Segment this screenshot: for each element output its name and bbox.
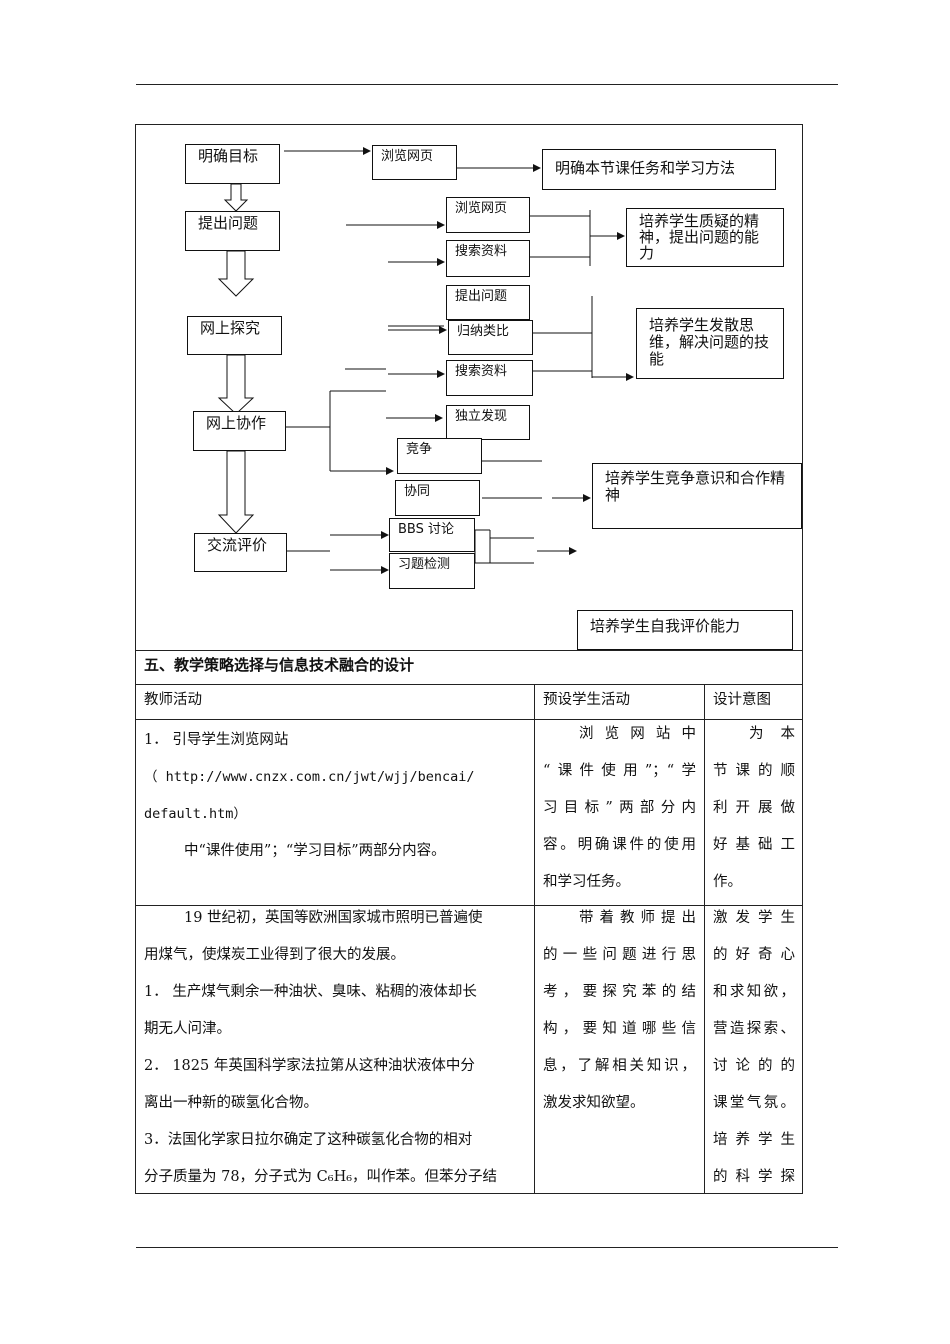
column-divider <box>704 684 705 1194</box>
text-line: 好基础工 <box>713 837 795 853</box>
activity-box: 搜索资料 <box>446 360 533 396</box>
text-line: 分子质量为 78，分子式为 C₆H₆，叫作苯。但苯分子结 <box>144 1169 498 1185</box>
text-line: 激发学生 <box>713 910 795 926</box>
activity-box: 提出问题 <box>446 285 530 320</box>
outcome-box: 培养学生发散思维，解决问题的技能 <box>636 308 784 379</box>
down-arrow <box>223 183 249 212</box>
activity-box: 搜索资料 <box>446 240 530 277</box>
text-line: 课堂气氛。 <box>713 1095 795 1111</box>
student-activity-cell: 浏览网站中 “课件使用”；“学 习目标”两部分内 容。明确课件的使用 和学习任务… <box>543 716 696 901</box>
text-line: 为本 <box>749 726 795 742</box>
url-line: （ http://www.cnzx.com.cn/jwt/wjj/bencai/ <box>144 769 475 785</box>
header-teacher: 教师活动 <box>144 692 202 708</box>
outcome-box: 培养学生自我评价能力 <box>577 610 793 650</box>
text-line: 和学习任务。 <box>543 874 630 890</box>
table-divider <box>135 905 803 906</box>
table-divider <box>135 650 803 651</box>
design-intent-cell: 为本 节课的顺 利开展做 好基础工 作。 <box>713 716 795 901</box>
flow-step: 明确目标 <box>185 144 280 184</box>
text-line: 19 世纪初，英国等欧洲国家城市照明已普遍使 <box>184 910 483 926</box>
text-line: 离出一种新的碳氢化合物。 <box>144 1095 318 1111</box>
activity-box: 竞争 <box>397 438 482 474</box>
activity-box: 归纳类比 <box>448 320 533 355</box>
header-intent: 设计意图 <box>713 692 771 708</box>
student-activity-cell: 带着教师提出 的一些问题进行思 考，要探究苯的结 构，要知道哪些信 息，了解相关… <box>543 900 696 1122</box>
teacher-activity-cell: 19 世纪初，英国等欧洲国家城市照明已普遍使 用煤气，使煤炭工业得到了很大的发展… <box>144 900 526 1196</box>
flow-diagram <box>217 147 634 574</box>
text-line: 节课的顺 <box>713 763 795 779</box>
activity-box: 浏览网页 <box>372 145 457 180</box>
flow-step: 网上探究 <box>187 316 282 355</box>
activity-box: 独立发现 <box>446 405 530 440</box>
teacher-activity-cell: 1． 引导学生浏览网站 （ http://www.cnzx.com.cn/jwt… <box>144 722 526 870</box>
outcome-box: 培养学生质疑的精神，提出问题的能力 <box>626 208 784 267</box>
activity-box: 协同 <box>395 480 480 516</box>
footer-rule <box>136 1247 838 1248</box>
header-student: 预设学生活动 <box>543 692 630 708</box>
text-line: 和求知欲， <box>713 984 795 1000</box>
text-line: 讨论的的 <box>713 1058 795 1074</box>
text-line: 带着教师提出 <box>579 910 696 926</box>
text-line: 中“课件使用”；“学习目标”两部分内容。 <box>184 843 446 859</box>
url-line: default.htm） <box>144 806 247 822</box>
text-line: 激发求知欲望。 <box>543 1095 645 1111</box>
column-divider <box>534 684 535 1194</box>
header-rule <box>136 84 838 85</box>
text-line: 构，要知道哪些信 <box>543 1021 696 1037</box>
text-line: 用煤气，使煤炭工业得到了很大的发展。 <box>144 947 405 963</box>
text-line: 习目标”两部分内 <box>543 800 696 816</box>
down-arrow <box>217 250 255 297</box>
text-line: 3．法国化学家日拉尔确定了这种碳氢化合物的相对 <box>144 1132 473 1148</box>
text-line: 的好奇心 <box>713 947 795 963</box>
text-line: 1． 生产煤气剩余一种油状、臭味、粘稠的液体却长 <box>144 984 477 1000</box>
design-intent-cell: 激发学生 的好奇心 和求知欲， 营造探索、 讨论的的 课堂气氛。 培养学生 的科… <box>713 900 795 1196</box>
table-frame <box>135 124 803 1194</box>
text-line: 息，了解相关知识， <box>543 1058 696 1074</box>
text-line: 2． 1825 年英国科学家法拉第从这种油状液体中分 <box>144 1058 475 1074</box>
flow-step: 交流评价 <box>194 533 287 572</box>
activity-box: 浏览网页 <box>446 197 530 233</box>
section-title: 五、教学策略选择与信息技术融合的设计 <box>144 656 415 674</box>
text-line: “课件使用”；“学 <box>543 763 696 779</box>
text-line: 的一些问题进行思 <box>543 947 696 963</box>
activity-box: 习题检测 <box>389 553 475 589</box>
text-line: 期无人问津。 <box>144 1021 231 1037</box>
outcome-box: 明确本节课任务和学习方法 <box>542 149 776 190</box>
text-line: 培养学生 <box>713 1132 795 1148</box>
text-line: 营造探索、 <box>713 1021 795 1037</box>
outcome-box: 培养学生竞争意识和合作精神 <box>592 463 802 529</box>
table-divider <box>135 684 803 685</box>
flow-step: 网上协作 <box>193 411 286 451</box>
text-line: 1． 引导学生浏览网站 <box>144 732 289 748</box>
text-line: 利开展做 <box>713 800 795 816</box>
text-line: 浏览网站中 <box>579 726 696 742</box>
table-divider <box>135 719 803 720</box>
down-arrow <box>217 450 255 534</box>
activity-box: BBS 讨论 <box>389 518 475 552</box>
down-arrow <box>217 354 255 415</box>
flow-step: 提出问题 <box>185 211 280 251</box>
text-line: 容。明确课件的使用 <box>543 837 696 853</box>
text-line: 作。 <box>713 874 742 890</box>
text-line: 考，要探究苯的结 <box>543 984 696 1000</box>
text-line: 的科学探 <box>713 1169 795 1185</box>
